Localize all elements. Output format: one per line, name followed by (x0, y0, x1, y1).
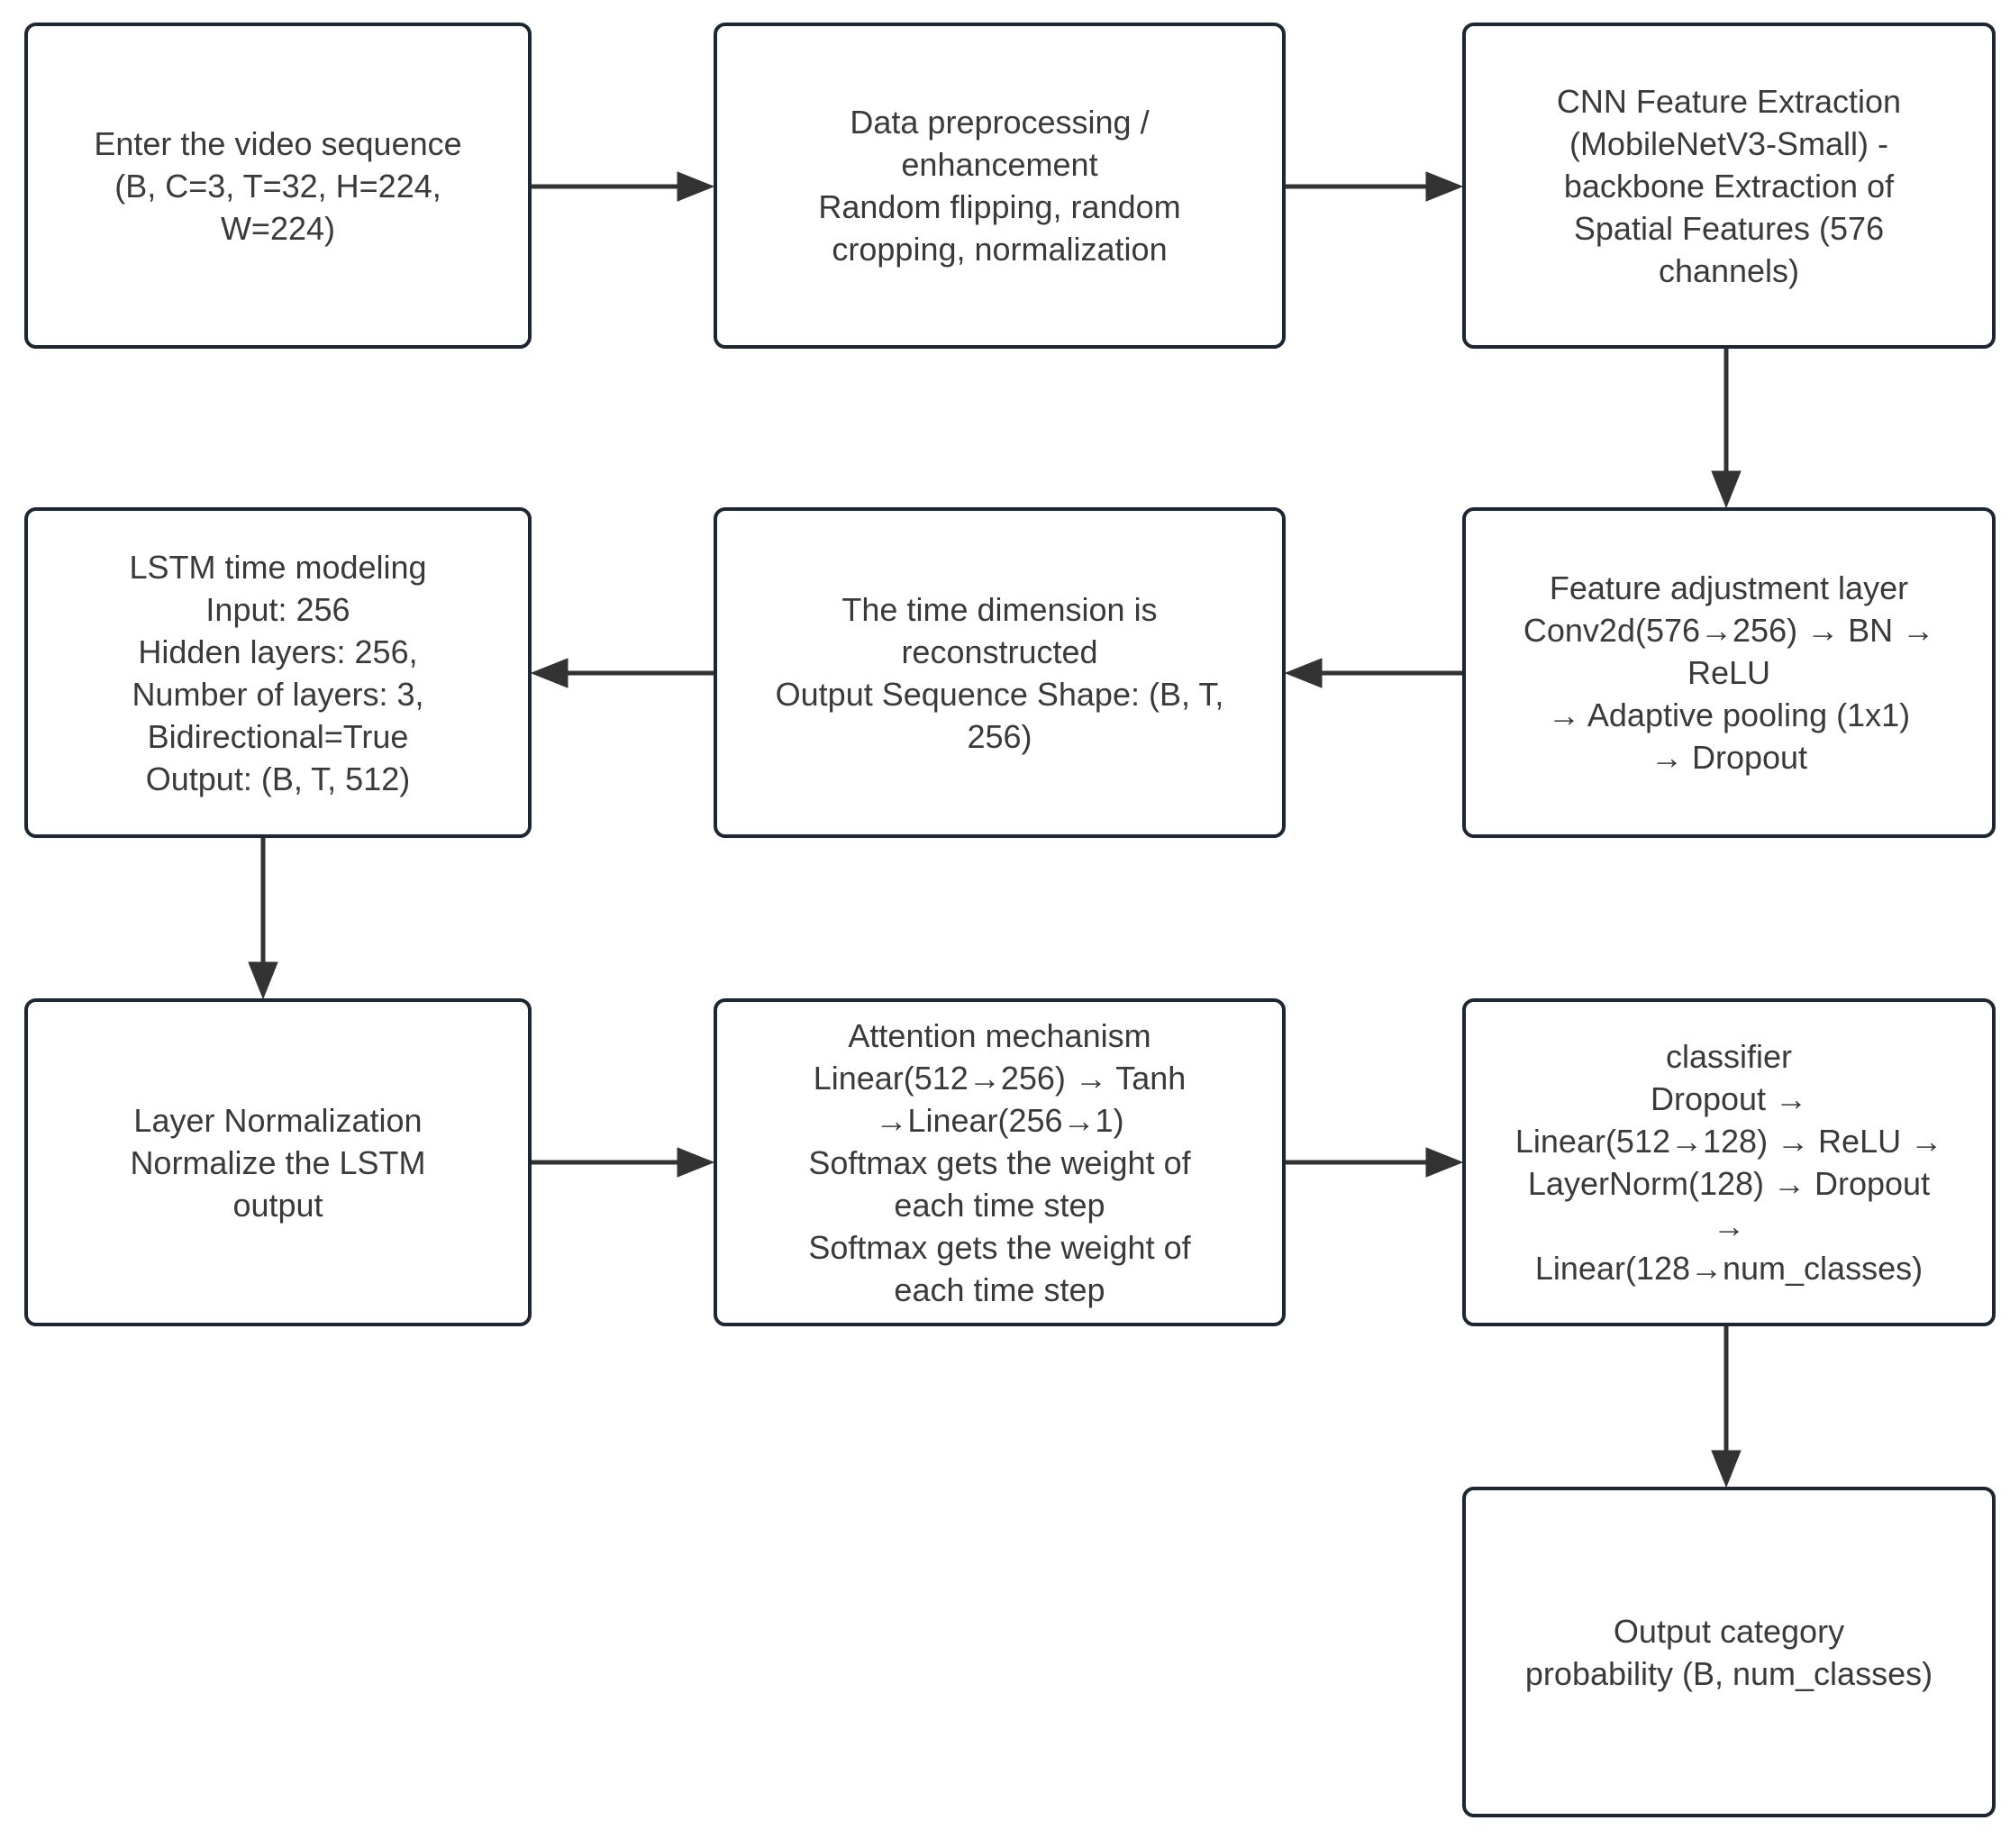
node-time-reconstruction: The time dimension is reconstructed Outp… (714, 507, 1286, 838)
arrow-attention-to-classifier (1286, 1147, 1464, 1178)
arrow-lstm-to-layernorm (248, 838, 278, 1000)
node-input-video-label: Enter the video sequence (B, C=3, T=32, … (94, 124, 462, 247)
node-attention-label: Attention mechanism Linear(512→256) → Ta… (808, 1016, 1191, 1308)
arrow-preprocess-to-cnn (1286, 171, 1464, 202)
node-attention: Attention mechanism Linear(512→256) → Ta… (714, 998, 1286, 1326)
arrow-time-reconstruct-to-lstm (530, 658, 714, 688)
node-input-video: Enter the video sequence (B, C=3, T=32, … (24, 23, 532, 349)
node-feature-adjustment: Feature adjustment layer Conv2d(576→256)… (1462, 507, 1996, 838)
node-classifier: classifier Dropout → Linear(512→128) → R… (1462, 998, 1996, 1326)
node-preprocessing: Data preprocessing / enhancement Random … (714, 23, 1286, 349)
node-preprocessing-label: Data preprocessing / enhancement Random … (818, 104, 1181, 268)
arrow-input-to-preprocess (532, 171, 715, 202)
node-time-reconstruction-label: The time dimension is reconstructed Outp… (775, 590, 1224, 755)
arrow-cnn-to-feature-adjust (1711, 349, 1742, 509)
arrow-layernorm-to-attention (532, 1147, 715, 1178)
node-lstm-label: LSTM time modeling Input: 256 Hidden lay… (129, 548, 427, 797)
node-output-probability: Output category probability (B, num_clas… (1462, 1487, 1996, 1817)
node-cnn-extraction-label: CNN Feature Extraction (MobileNetV3-Smal… (1556, 82, 1902, 289)
node-lstm: LSTM time modeling Input: 256 Hidden lay… (24, 507, 532, 838)
node-feature-adjustment-label: Feature adjustment layer Conv2d(576→256)… (1523, 569, 1935, 776)
arrow-feature-adjust-to-time-reconstruct (1284, 658, 1462, 688)
node-classifier-label: classifier Dropout → Linear(512→128) → R… (1514, 1038, 1943, 1287)
arrow-classifier-to-output (1711, 1326, 1742, 1488)
node-output-probability-label: Output category probability (B, num_clas… (1524, 1612, 1933, 1692)
node-layer-normalization-label: Layer Normalization Normalize the LSTM o… (130, 1101, 426, 1224)
node-layer-normalization: Layer Normalization Normalize the LSTM o… (24, 998, 532, 1326)
node-cnn-extraction: CNN Feature Extraction (MobileNetV3-Smal… (1462, 23, 1996, 349)
